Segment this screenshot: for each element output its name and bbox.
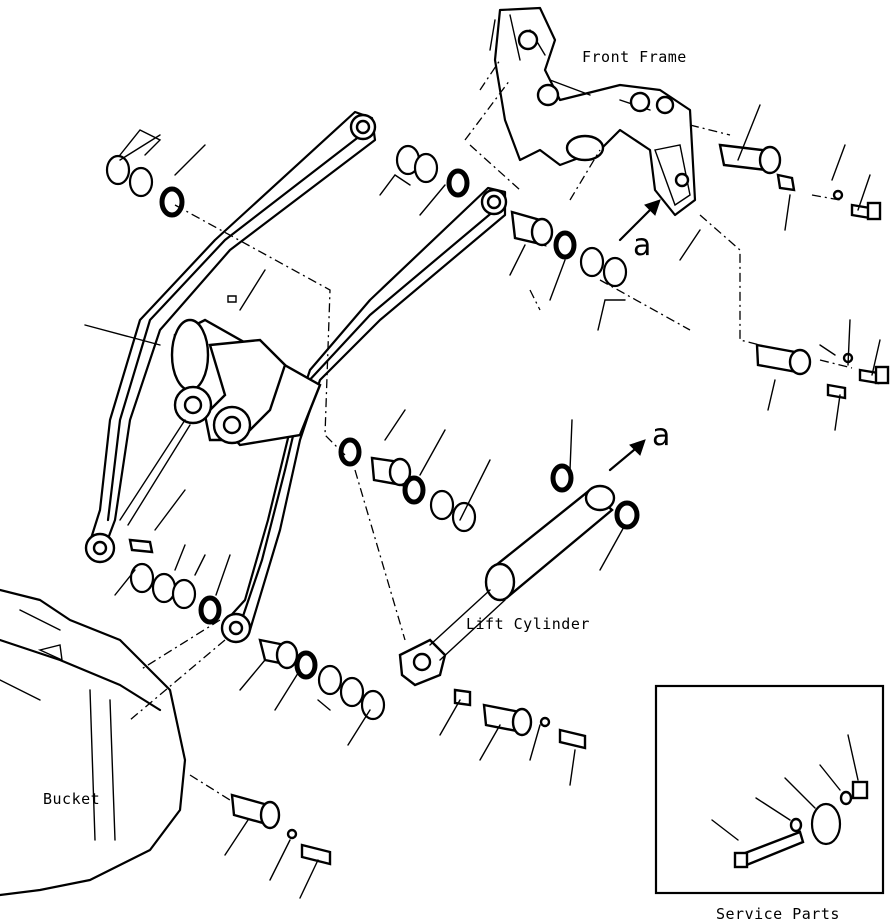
reference-a-lower: a <box>652 418 671 453</box>
service-parts-label: Service Parts <box>716 905 840 923</box>
lift-cylinder-drawing <box>398 484 616 687</box>
leader-lines <box>84 104 881 899</box>
front-frame-drawing <box>464 6 731 217</box>
bushings-and-rings <box>105 144 640 721</box>
lift-cylinder-label: Lift Cylinder <box>466 615 590 633</box>
cross-tube-bellcrank <box>119 295 322 526</box>
pins-and-bolts <box>128 143 890 866</box>
arrow-a-lower <box>608 439 646 472</box>
bucket-label: Bucket <box>43 790 101 808</box>
left-lift-arm <box>84 110 377 564</box>
front-frame-label: Front Frame <box>582 48 687 66</box>
service-parts-box <box>654 684 885 895</box>
reference-a-upper: a <box>633 228 652 263</box>
bucket-drawing <box>0 588 187 897</box>
arrow-a-upper <box>618 199 661 242</box>
